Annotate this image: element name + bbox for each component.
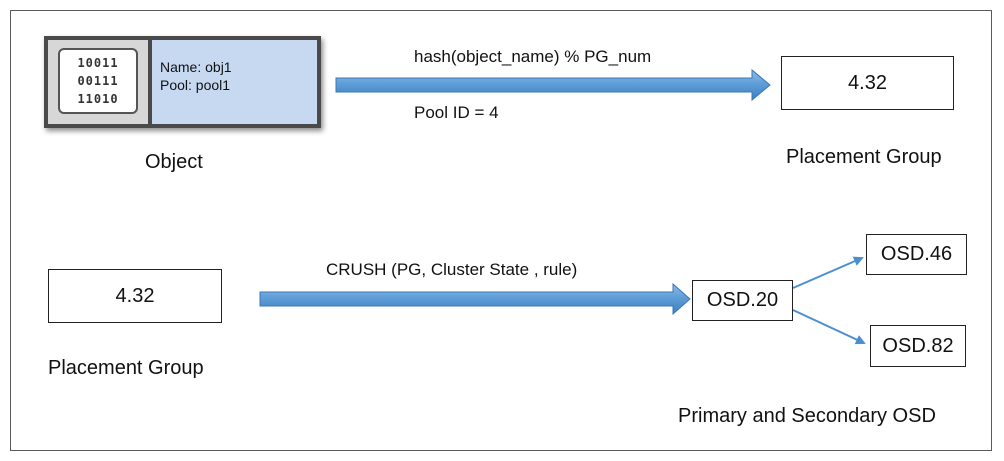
bits-row-1: 10011 (77, 56, 119, 70)
osd-secondary-box-2: OSD.82 (870, 325, 966, 367)
object-meta-panel: Name: obj1 Pool: pool1 (152, 40, 317, 124)
object-caption: Object (145, 151, 203, 173)
arrow-to-osd82 (792, 309, 866, 345)
arrow-to-osd46 (792, 256, 864, 289)
crush-arrow (259, 282, 691, 316)
osd-primary-box: OSD.20 (692, 280, 793, 321)
bits-row-2: 00111 (77, 74, 119, 88)
bits-row-3: 11010 (77, 92, 119, 106)
object-name: Name: obj1 (160, 59, 232, 75)
binary-data-icon: 10011 00111 11010 (58, 48, 138, 114)
pg-box-top: 4.32 (781, 56, 954, 110)
osd-caption: Primary and Secondary OSD (678, 405, 936, 427)
hash-arrow (335, 68, 771, 102)
osd-secondary-box-1: OSD.46 (866, 234, 967, 275)
pool-id-label: Pool ID = 4 (414, 103, 499, 122)
object-icon-panel: 10011 00111 11010 (48, 40, 148, 124)
hash-formula-label: hash(object_name) % PG_num (414, 47, 652, 66)
pg-caption-top: Placement Group (786, 146, 942, 168)
crush-label: CRUSH (PG, Cluster State , rule) (326, 260, 578, 279)
object-pool: Pool: pool1 (160, 77, 231, 93)
object-card: 10011 00111 11010 Name: obj1 Pool: pool1 (44, 36, 321, 128)
pg-box-bottom: 4.32 (48, 269, 222, 323)
pg-caption-bottom: Placement Group (48, 357, 204, 379)
